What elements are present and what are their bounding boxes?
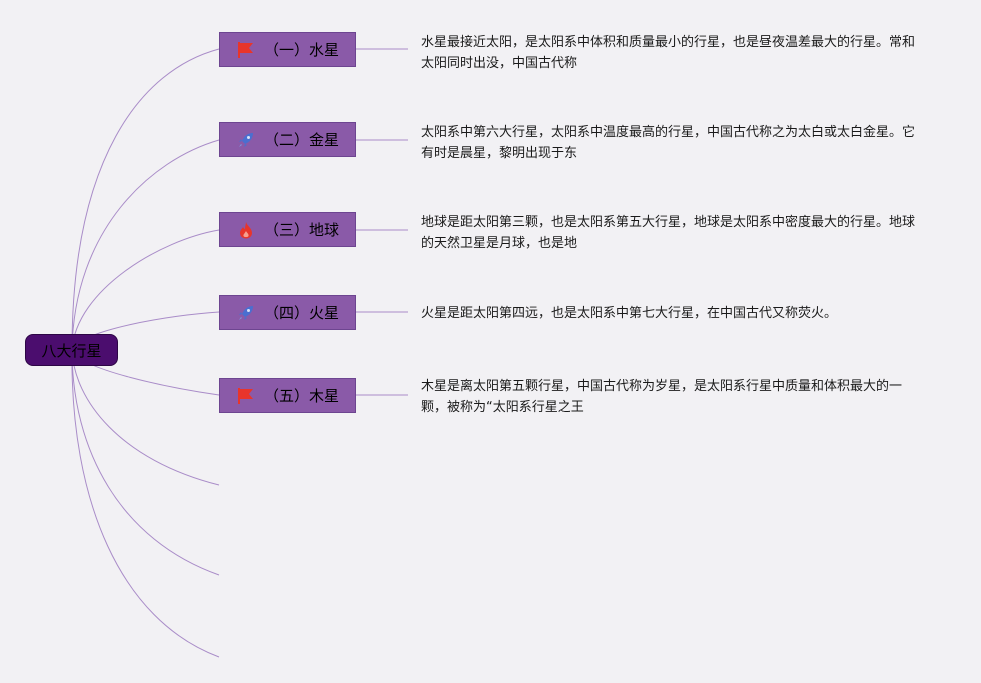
branch-node-jupiter[interactable]: （五）木星 bbox=[219, 378, 356, 413]
red-flag-icon bbox=[238, 387, 253, 404]
red-flag-icon bbox=[238, 41, 253, 58]
branch-node-mercury[interactable]: （一）水星 bbox=[219, 32, 356, 67]
connector-root-branch-1 bbox=[71, 48, 220, 351]
branch-node-earth[interactable]: （三）地球 bbox=[219, 212, 356, 247]
connector-root-branch-7 bbox=[71, 349, 220, 576]
connector-root-branch-3 bbox=[71, 229, 220, 351]
connector-root-branch-2 bbox=[71, 139, 220, 351]
branch-description-mars: 火星是距太阳第四远，也是太阳系中第七大行星，在中国古代又称荧火。 bbox=[421, 306, 838, 321]
branch-description-jupiter: 木星是离太阳第五颗行星，中国古代称为岁星，是太阳系行星中质量和体积最大的一颗，被… bbox=[421, 379, 903, 415]
root-node-label: 八大行星 bbox=[41, 341, 102, 360]
branch-description-venus: 太阳系中第六大行星，太阳系中温度最高的行星，中国古代称之为太白或太白金星。它有时… bbox=[421, 125, 916, 161]
branch-description-earth: 地球是距太阳第三颗，也是太阳系第五大行星，地球是太阳系中密度最大的行星。地球的天… bbox=[421, 215, 916, 251]
branch-node-label: （四）火星 bbox=[264, 304, 340, 322]
branch-node-label: （一）水星 bbox=[264, 41, 340, 59]
branch-description-mercury: 水星最接近太阳，是太阳系中体积和质量最小的行星，也是昼夜温差最大的行星。常和太阳… bbox=[421, 35, 916, 71]
connector-root-branch-6 bbox=[71, 349, 220, 486]
branch-node-mars[interactable]: （四）火星 bbox=[219, 295, 356, 330]
branch-node-label: （五）木星 bbox=[264, 387, 340, 405]
branch-node-label: （三）地球 bbox=[264, 221, 340, 239]
root-node[interactable]: 八大行星 bbox=[25, 334, 118, 366]
red-fire-icon bbox=[240, 221, 252, 238]
connector-root-branch-8 bbox=[71, 349, 220, 658]
branch-node-venus[interactable]: （二）金星 bbox=[219, 122, 356, 157]
branch-node-label: （二）金星 bbox=[264, 131, 340, 149]
blue-rocket-icon bbox=[239, 305, 253, 320]
blue-rocket-icon bbox=[239, 132, 253, 147]
